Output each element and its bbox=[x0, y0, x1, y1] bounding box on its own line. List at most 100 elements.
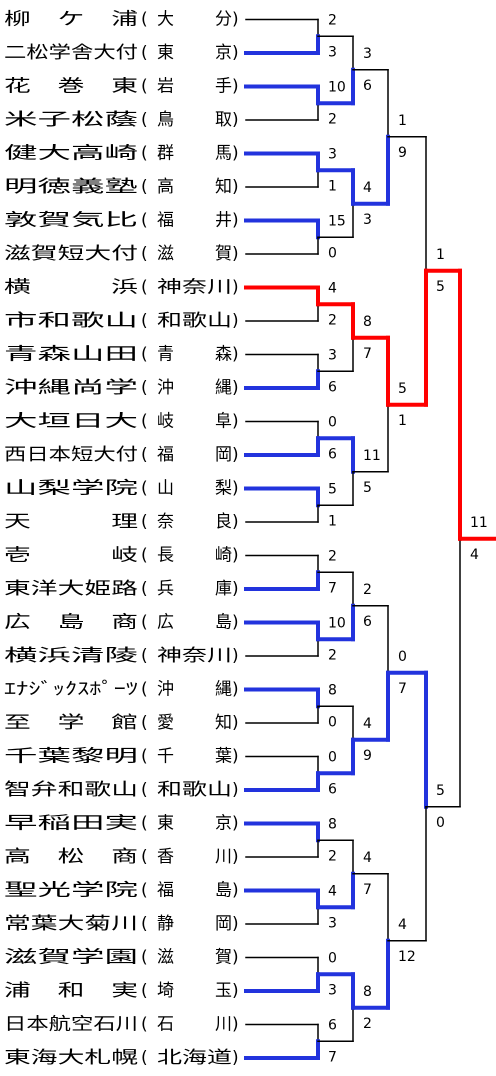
team-name: 花 巻 東 bbox=[4, 77, 138, 97]
score-labels: 2310231150423606512710280068243036736438… bbox=[328, 12, 488, 1065]
score-bottom: 6 bbox=[328, 446, 337, 462]
score-top: 10 bbox=[328, 79, 346, 95]
team-prefecture: 埼玉 bbox=[157, 981, 232, 1001]
score-bottom: 3 bbox=[328, 915, 337, 931]
pref-paren-left: ( bbox=[141, 914, 148, 934]
team-name: 市和歌山 bbox=[4, 311, 138, 331]
score-top: 5 bbox=[328, 481, 337, 497]
team-entry: 滋賀短大付(滋賀) bbox=[4, 244, 239, 264]
score-bottom: 2 bbox=[328, 111, 337, 127]
team-name: 青森山田 bbox=[4, 345, 138, 365]
team-entry: 日本航空石川(石川) bbox=[4, 1015, 239, 1035]
pref-paren-right: ) bbox=[232, 512, 239, 532]
score-top: 8 bbox=[363, 984, 372, 1000]
team-entry: 横浜清陵(神奈川) bbox=[4, 646, 239, 666]
score-top: 8 bbox=[328, 682, 337, 698]
team-prefecture: 沖縄 bbox=[157, 680, 232, 700]
team-entry: 横 浜(神奈川) bbox=[4, 278, 239, 298]
pref-paren-right: ) bbox=[232, 345, 239, 365]
pref-paren-right: ) bbox=[232, 412, 239, 432]
score-bottom: 1 bbox=[328, 513, 337, 529]
team-entry: 市和歌山(和歌山) bbox=[4, 311, 239, 331]
team-entry: 大垣日大(岐阜) bbox=[4, 412, 239, 432]
pref-paren-right: ) bbox=[232, 311, 239, 331]
pref-paren-left: ( bbox=[141, 1015, 148, 1035]
team-prefecture: 山梨 bbox=[157, 479, 232, 499]
pref-paren-left: ( bbox=[141, 847, 148, 867]
score-bottom: 2 bbox=[328, 848, 337, 864]
score-top: 11 bbox=[470, 515, 488, 531]
score-top: 0 bbox=[328, 749, 337, 765]
score-top: 10 bbox=[328, 615, 346, 631]
score-bottom: 2 bbox=[328, 312, 337, 328]
team-prefecture: 鳥取 bbox=[157, 110, 232, 130]
score-top: 8 bbox=[363, 314, 372, 330]
pref-paren-left: ( bbox=[141, 613, 148, 633]
team-entry: 柳 ケ 浦(大分) bbox=[4, 10, 239, 30]
team-entry: 常葉大菊川(静岡) bbox=[4, 914, 239, 934]
team-prefecture: 岐阜 bbox=[157, 412, 232, 432]
score-bottom: 0 bbox=[328, 245, 337, 261]
team-name: 西日本短大付 bbox=[4, 445, 138, 465]
score-bottom: 9 bbox=[363, 748, 372, 764]
team-entry: 智弁和歌山(和歌山) bbox=[4, 780, 239, 800]
team-name: 敦賀気比 bbox=[4, 211, 138, 231]
score-top: 3 bbox=[328, 146, 337, 162]
team-prefecture: 福岡 bbox=[157, 445, 232, 465]
score-top: 5 bbox=[436, 783, 445, 799]
score-bottom: 2 bbox=[363, 1016, 372, 1032]
team-prefecture: 和歌山 bbox=[157, 780, 232, 800]
score-bottom: 4 bbox=[470, 547, 479, 563]
pref-paren-left: ( bbox=[141, 378, 148, 398]
team-entry: 至 学 館(愛知) bbox=[4, 713, 239, 733]
score-bottom: 0 bbox=[436, 815, 445, 831]
team-prefecture: 神奈川 bbox=[157, 646, 232, 666]
score-top: 0 bbox=[328, 950, 337, 966]
pref-paren-left: ( bbox=[141, 311, 148, 331]
pref-paren-right: ) bbox=[232, 948, 239, 968]
team-name: 柳 ケ 浦 bbox=[4, 10, 138, 30]
team-name: 明徳義塾 bbox=[4, 176, 138, 197]
team-entry: ｴﾅｼﾞｯｸｽﾎﾟｰﾂ(沖縄) bbox=[4, 680, 239, 700]
score-top: 8 bbox=[328, 816, 337, 832]
pref-paren-left: ( bbox=[141, 412, 148, 432]
score-bottom: 5 bbox=[363, 480, 372, 496]
team-name: 米子松蔭 bbox=[4, 110, 138, 130]
pref-paren-right: ) bbox=[232, 278, 239, 298]
team-name: 高 松 商 bbox=[4, 847, 138, 867]
score-top: 4 bbox=[398, 917, 407, 933]
team-entry: 東海大札幌(北海道) bbox=[4, 1048, 239, 1068]
team-entry: 青森山田(青森) bbox=[4, 345, 239, 365]
score-top: 2 bbox=[363, 582, 372, 598]
team-name: 智弁和歌山 bbox=[4, 780, 138, 800]
pref-paren-left: ( bbox=[141, 881, 148, 901]
score-top: 3 bbox=[328, 347, 337, 363]
team-name: 沖縄尚学 bbox=[4, 378, 138, 398]
team-entry: 早稲田実(東京) bbox=[4, 814, 239, 834]
team-entry: 山梨学院(山梨) bbox=[4, 479, 239, 499]
team-prefecture: 東京 bbox=[157, 814, 232, 834]
score-top: 4 bbox=[363, 180, 372, 196]
score-top: 0 bbox=[398, 649, 407, 665]
team-name: 横 浜 bbox=[4, 278, 138, 298]
team-entry: 聖光学院(福島) bbox=[4, 881, 239, 901]
team-prefecture: 大分 bbox=[157, 10, 232, 30]
team-name: 広 島 商 bbox=[4, 613, 138, 633]
team-name: 浦 和 実 bbox=[4, 981, 138, 1001]
score-top: 3 bbox=[363, 46, 372, 62]
score-bottom: 6 bbox=[328, 781, 337, 797]
pref-paren-left: ( bbox=[141, 110, 148, 130]
score-bottom: 6 bbox=[328, 379, 337, 395]
score-bottom: 7 bbox=[398, 681, 407, 697]
team-name: 天 理 bbox=[4, 512, 138, 532]
team-name: 壱 岐 bbox=[4, 546, 138, 566]
team-name: ｴﾅｼﾞｯｸｽﾎﾟｰﾂ bbox=[4, 680, 138, 700]
team-labels: 柳 ケ 浦(大分)二松学舎大付(東京)花 巻 東(岩手)米子松蔭(鳥取)健大高崎… bbox=[4, 10, 239, 1069]
team-name: 早稲田実 bbox=[4, 814, 138, 834]
pref-paren-left: ( bbox=[141, 144, 148, 164]
score-bottom: 3 bbox=[328, 982, 337, 998]
pref-paren-right: ) bbox=[232, 445, 239, 465]
pref-paren-left: ( bbox=[141, 981, 148, 1001]
score-top: 0 bbox=[328, 414, 337, 430]
pref-paren-right: ) bbox=[232, 579, 239, 599]
